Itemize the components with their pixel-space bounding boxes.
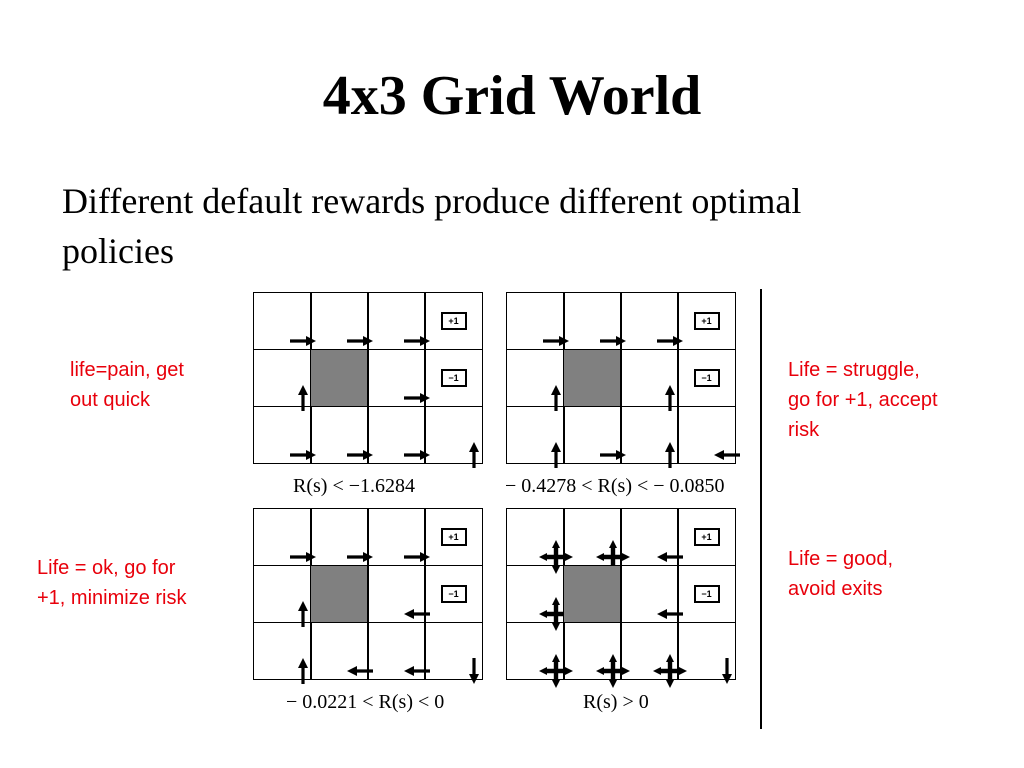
policy-cell xyxy=(253,621,312,684)
terminal-label: +1 xyxy=(693,312,720,331)
note-life-pain: life=pain, get out quick xyxy=(70,359,184,411)
terminal-plus-cell: +1 xyxy=(424,292,483,351)
caption-text: R(s) < −1.6284 xyxy=(293,475,416,497)
policy-cell xyxy=(367,564,430,624)
policy-cell xyxy=(563,508,630,575)
policy-cell xyxy=(367,292,430,351)
policy-cell xyxy=(253,405,316,464)
blocked-cell xyxy=(310,564,369,624)
policy-cell xyxy=(620,405,679,468)
slide-subtitle: Different default rewards produce differ… xyxy=(62,181,802,271)
slide-title: 4x3 Grid World xyxy=(322,65,702,127)
terminal-minus-cell: −1 xyxy=(677,348,736,408)
policy-cell xyxy=(424,405,483,468)
policy-cell xyxy=(506,348,565,411)
policy-cell xyxy=(310,508,373,567)
note-life-struggle: Life = struggle, go for +1, accept risk xyxy=(788,359,938,441)
reward-caption-2: − 0.4278 < R(s) < − 0.0850 xyxy=(505,474,760,498)
caption-text: − 0.0221 < R(s) < 0 xyxy=(286,691,445,713)
terminal-minus-cell: −1 xyxy=(424,564,483,624)
policy-cell xyxy=(310,405,373,464)
policy-cell xyxy=(620,292,683,351)
terminal-plus-cell: +1 xyxy=(424,508,483,567)
policy-grid-1: +1 −1 xyxy=(253,292,483,468)
terminal-minus-cell: −1 xyxy=(424,348,483,408)
policy-cell xyxy=(563,405,626,464)
policy-cell xyxy=(253,508,316,567)
terminal-label: +1 xyxy=(440,312,467,331)
policy-cell xyxy=(310,621,373,680)
blocked-cell xyxy=(563,564,622,624)
policy-cell xyxy=(563,621,630,688)
terminal-label: −1 xyxy=(693,584,720,603)
policy-grid-4: +1 −1 xyxy=(506,508,736,688)
policy-cell xyxy=(506,405,565,468)
policy-cell xyxy=(253,292,316,351)
policy-grid-3: +1 −1 xyxy=(253,508,483,684)
blocked-cell xyxy=(310,348,369,408)
note-life-good: Life = good, avoid exits xyxy=(788,548,894,600)
policy-cell xyxy=(253,564,312,627)
policy-figure: +1 −1 +1 −1 +1 −1 +1 −1 R(s) < −1.6284 − 0.4… xyxy=(249,289,763,729)
reward-caption-1: R(s) < −1.6284 xyxy=(293,474,415,498)
policy-cell xyxy=(620,348,679,411)
policy-cell xyxy=(367,508,430,567)
caption-text: R(s) > 0 xyxy=(583,691,649,713)
policy-cell xyxy=(677,405,740,464)
policy-cell xyxy=(424,621,483,684)
policy-cell xyxy=(367,621,430,680)
policy-cell xyxy=(506,564,573,631)
reward-caption-4: R(s) > 0 xyxy=(583,690,649,714)
policy-cell xyxy=(563,292,626,351)
policy-cell xyxy=(620,564,683,624)
terminal-label: +1 xyxy=(440,528,467,547)
terminal-label: −1 xyxy=(440,584,467,603)
policy-cell xyxy=(506,621,573,688)
terminal-plus-cell: +1 xyxy=(677,508,736,567)
caption-text: − 0.4278 < R(s) < − 0.0850 xyxy=(505,475,725,497)
figure-divider xyxy=(760,289,762,729)
policy-cell xyxy=(506,292,569,351)
policy-cell xyxy=(506,508,573,575)
blocked-cell xyxy=(563,348,622,408)
policy-cell xyxy=(367,348,430,408)
note-life-ok: Life = ok, go for +1, minimize risk xyxy=(37,557,187,609)
policy-cell xyxy=(310,292,373,351)
reward-caption-3: − 0.0221 < R(s) < 0 xyxy=(286,690,444,714)
policy-cell xyxy=(620,621,687,688)
terminal-label: −1 xyxy=(693,368,720,387)
policy-cell xyxy=(620,508,683,567)
terminal-label: +1 xyxy=(693,528,720,547)
policy-cell xyxy=(367,405,430,464)
terminal-plus-cell: +1 xyxy=(677,292,736,351)
policy-cell xyxy=(677,621,736,684)
terminal-minus-cell: −1 xyxy=(677,564,736,624)
policy-grid-2: +1 −1 xyxy=(506,292,740,468)
policy-cell xyxy=(253,348,312,411)
terminal-label: −1 xyxy=(440,368,467,387)
